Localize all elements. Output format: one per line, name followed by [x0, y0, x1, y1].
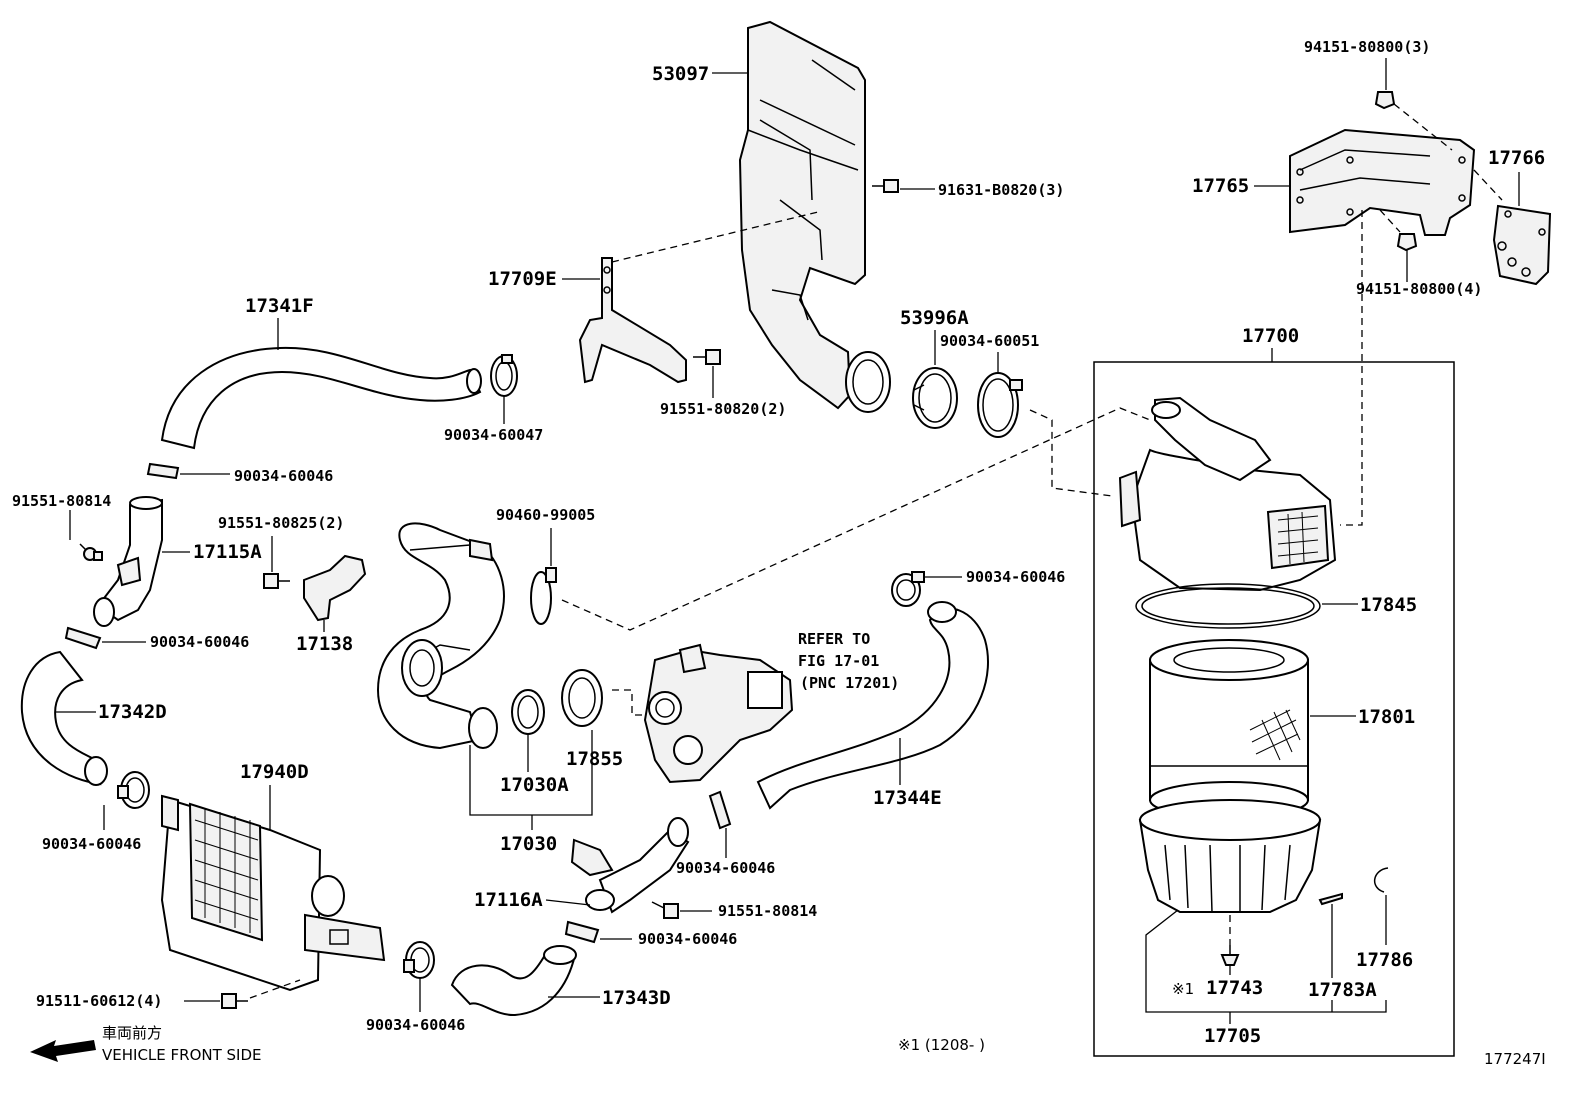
hose-17344E	[756, 601, 989, 810]
label-90034-60046-f: 90034-60046	[638, 930, 737, 948]
label-17138: 17138	[296, 633, 353, 655]
filter-element-17801	[1149, 639, 1309, 819]
label-91511-60612: 91511-60612(4)	[36, 992, 162, 1010]
label-91551-80814-b: 91551-80814	[718, 902, 817, 920]
clamp-90034-60046-e	[708, 790, 732, 830]
label-90034-60046-a: 90034-60046	[234, 467, 333, 485]
intercooler-17940D	[160, 794, 386, 992]
label-17030A: 17030A	[500, 774, 569, 796]
label-17743-mark: ※1	[1172, 980, 1194, 998]
nut-94151-bot-icon	[1396, 233, 1418, 252]
intake-duct-53097	[738, 20, 891, 413]
clamp-90034-60046-d	[403, 941, 435, 979]
label-53097: 53097	[652, 63, 709, 85]
clip-17783A	[1318, 892, 1343, 906]
label-94151-top: 94151-80800(3)	[1304, 38, 1430, 56]
label-17786: 17786	[1356, 949, 1413, 971]
vehicle-front-arrow-icon	[30, 1040, 96, 1062]
label-94151-bot: 94151-80800(4)	[1356, 280, 1482, 298]
label-90460-99005: 90460-99005	[496, 506, 595, 524]
bolt-91551-80820-icon	[693, 349, 721, 365]
bracket-17138	[303, 554, 367, 622]
clamp-90034-60046-a	[146, 462, 180, 480]
label-17342D: 17342D	[98, 701, 167, 723]
label-17709E: 17709E	[488, 268, 557, 290]
clamp-90034-60046-c	[117, 771, 150, 809]
hose-17341F	[160, 346, 482, 450]
nut-94151-top-icon	[1374, 91, 1396, 110]
label-17705: 17705	[1204, 1025, 1261, 1047]
part-labels: 53097 91631-B0820(3) 17709E 91551-80820(…	[12, 38, 1546, 1068]
refer-line-3: (PNC 17201)	[800, 674, 899, 692]
bolt-91551-80814-a-icon	[79, 543, 103, 561]
label-91551-80825: 91551-80825(2)	[218, 514, 344, 532]
label-17700: 17700	[1242, 325, 1299, 347]
label-17766: 17766	[1488, 147, 1545, 169]
hose-17343D	[450, 945, 577, 1017]
clamp-90034-60051	[977, 372, 1023, 438]
plate-17766	[1492, 204, 1552, 286]
vehicle-front-jp: 車両前方	[102, 1024, 162, 1042]
label-91631: 91631-B0820(3)	[938, 181, 1064, 199]
bolt-91511-icon	[221, 993, 248, 1009]
case-17705	[1138, 799, 1322, 913]
air-cleaner-cap	[1118, 396, 1337, 592]
label-17344E: 17344E	[873, 787, 942, 809]
clamp-90034-60046-g	[891, 571, 925, 607]
label-17115A: 17115A	[193, 541, 262, 563]
label-17765: 17765	[1192, 175, 1249, 197]
bolt-91551-80814-b-icon	[651, 901, 679, 919]
label-17343D: 17343D	[602, 987, 671, 1009]
label-90034-60046-g: 90034-60046	[966, 568, 1065, 586]
pipe-17115A	[93, 496, 163, 627]
bolt-91631-icon	[872, 179, 899, 193]
clip-17786	[1374, 867, 1389, 893]
valve-17743	[1220, 945, 1240, 966]
label-17116A: 17116A	[474, 889, 543, 911]
hose-53996A	[912, 367, 958, 429]
diagram-id: 177247I	[1484, 1050, 1546, 1068]
hose-17342D	[20, 650, 108, 786]
clamp-90034-60046-b	[64, 626, 102, 650]
refer-line-1: REFER TO	[798, 630, 870, 648]
label-17940D: 17940D	[240, 761, 309, 783]
vehicle-front-en: VEHICLE FRONT SIDE	[102, 1046, 262, 1064]
label-17030: 17030	[500, 833, 557, 855]
label-17341F: 17341F	[245, 295, 314, 317]
gasket-17845	[1135, 583, 1321, 629]
pipe-17116A	[570, 817, 690, 914]
label-17855: 17855	[566, 748, 623, 770]
label-91551-80814-a: 91551-80814	[12, 492, 111, 510]
clamp-90034-60046-f	[564, 920, 600, 944]
bracket-17709E	[578, 257, 687, 384]
label-91551-80820: 91551-80820(2)	[660, 400, 786, 418]
label-90034-60051: 90034-60051	[940, 332, 1039, 350]
label-90034-60046-e: 90034-60046	[676, 859, 775, 877]
clamp-17030A	[511, 689, 545, 735]
label-90034-60046-c: 90034-60046	[42, 835, 141, 853]
intake-pipe-17030	[376, 522, 505, 750]
label-90034-60046-d: 90034-60046	[366, 1016, 465, 1034]
label-90034-60047: 90034-60047	[444, 426, 543, 444]
label-17743: 17743	[1206, 977, 1263, 999]
hose-17855	[561, 669, 603, 727]
bolt-91551-80825-icon	[263, 573, 290, 589]
bracket-17765	[1289, 128, 1476, 236]
label-17783A: 17783A	[1308, 979, 1377, 1001]
label-17845: 17845	[1360, 594, 1417, 616]
refer-line-2: FIG 17-01	[798, 652, 879, 670]
air-cleaner-frame	[1093, 361, 1455, 1057]
turbocharger	[643, 643, 794, 784]
clamp-90460-99005	[530, 567, 557, 625]
label-17801: 17801	[1358, 706, 1415, 728]
clamp-90034-60047	[490, 354, 518, 397]
label-90034-60046-b: 90034-60046	[150, 633, 249, 651]
label-53996A: 53996A	[900, 307, 969, 329]
footnote: ※1 (1208- )	[898, 1036, 985, 1054]
